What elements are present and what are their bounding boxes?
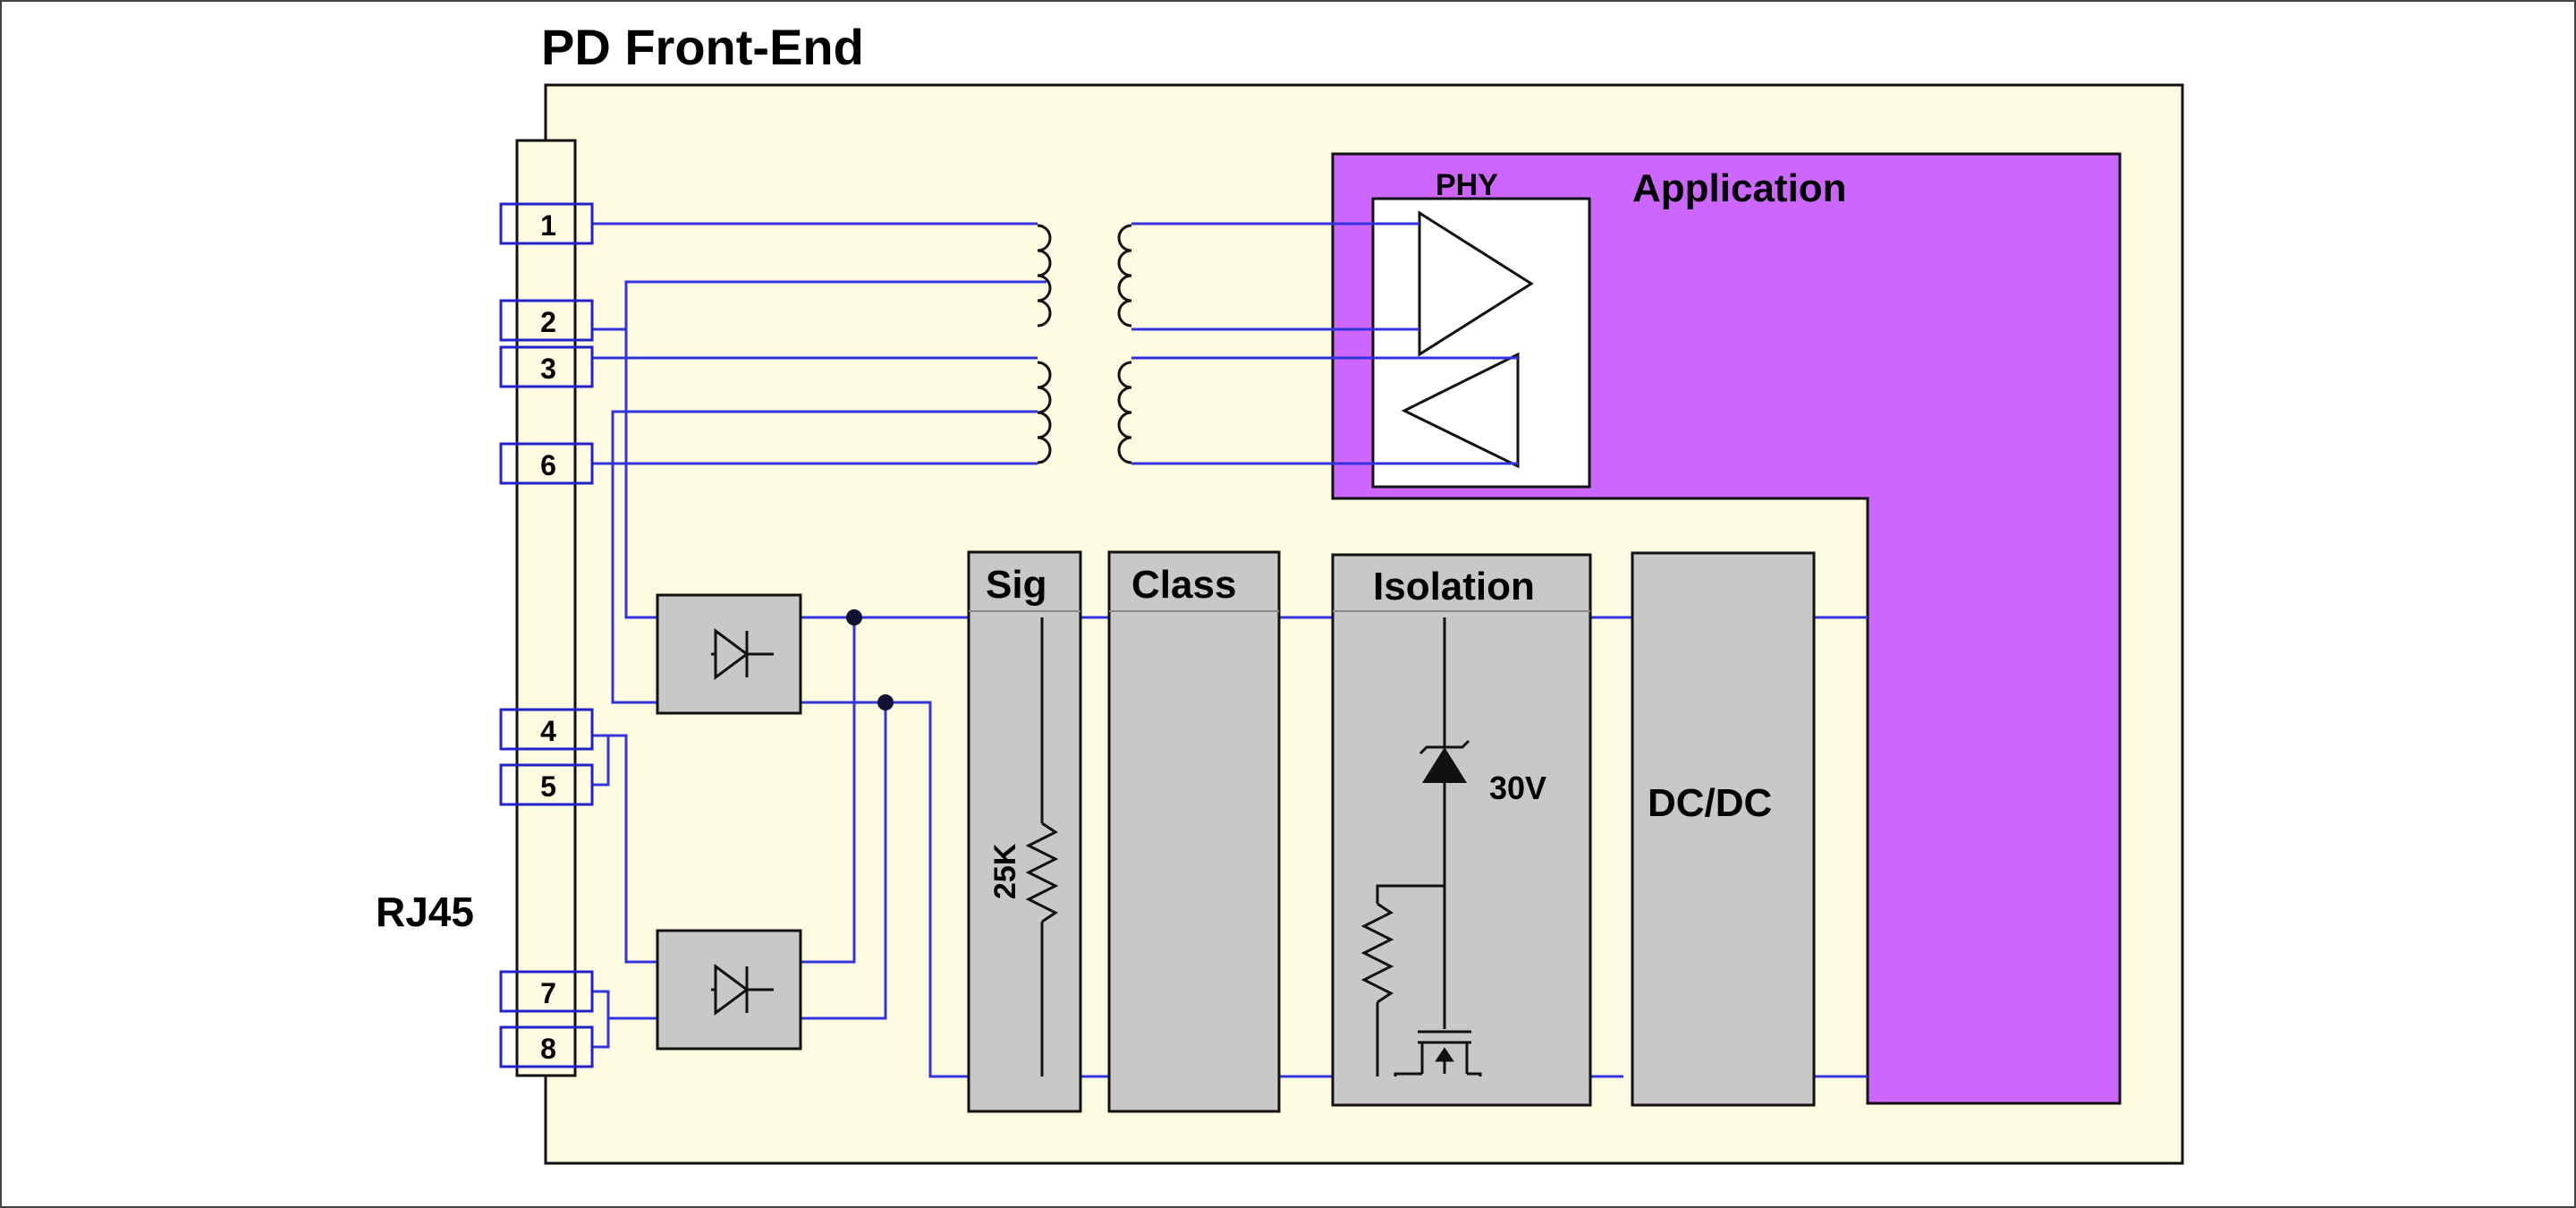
resistor-icon: [1360, 902, 1394, 1004]
rj45-pins: 1 2 3 6 4 5 7 8: [499, 202, 594, 1068]
pin-label: 1: [540, 209, 556, 242]
signal-wires: [592, 222, 1868, 1078]
pin-label: 4: [540, 715, 556, 747]
mosfet-icon: [1394, 1030, 1482, 1076]
pin-label: 7: [540, 977, 556, 1009]
rx-amplifier-icon: [1401, 352, 1520, 469]
pin-label: 3: [540, 353, 556, 385]
pin-2: 2: [499, 299, 594, 342]
class-label: Class: [1131, 563, 1236, 607]
dcdc-label: DC/DC: [1648, 781, 1772, 825]
junction-dot: [846, 609, 862, 625]
rj45-connector: [515, 139, 577, 1077]
pin-7: 7: [499, 970, 594, 1013]
sig-block: [967, 550, 1082, 1113]
pin-label: 8: [540, 1033, 556, 1065]
diode-icon: [711, 964, 774, 1016]
zener-diode-icon: [1422, 747, 1467, 783]
pin-label: 6: [540, 449, 556, 481]
resistor-icon: [1025, 821, 1059, 923]
junction-dot: [877, 694, 894, 710]
pin-label: 5: [540, 770, 556, 803]
dcdc-block: [1631, 551, 1816, 1107]
diode-icon: [711, 628, 774, 680]
application-label: Application: [1632, 166, 1847, 210]
pin-8: 8: [499, 1025, 594, 1068]
sig-label: Sig: [986, 563, 1046, 607]
rj45-label: RJ45: [376, 889, 474, 935]
rectifier-bridge-2: [656, 929, 802, 1051]
pin-label: 2: [540, 306, 556, 338]
pin-4: 4: [499, 708, 594, 751]
pin-3: 3: [499, 345, 594, 388]
rectifier-bridge-1: [656, 593, 802, 715]
diagram-title: PD Front-End: [541, 19, 864, 75]
pin-6: 6: [499, 442, 594, 485]
pin-1: 1: [499, 202, 594, 245]
isolation-block: [1331, 553, 1592, 1107]
class-block: [1107, 550, 1281, 1113]
isolation-label: Isolation: [1373, 565, 1535, 608]
pin-5: 5: [499, 763, 594, 806]
tx-amplifier-icon: [1418, 210, 1534, 357]
transformer-icon: [1037, 224, 1132, 464]
resistor-value-label: 25K: [988, 843, 1022, 899]
zener-value-label: 30V: [1489, 770, 1546, 806]
phy-label: PHY: [1436, 168, 1498, 202]
